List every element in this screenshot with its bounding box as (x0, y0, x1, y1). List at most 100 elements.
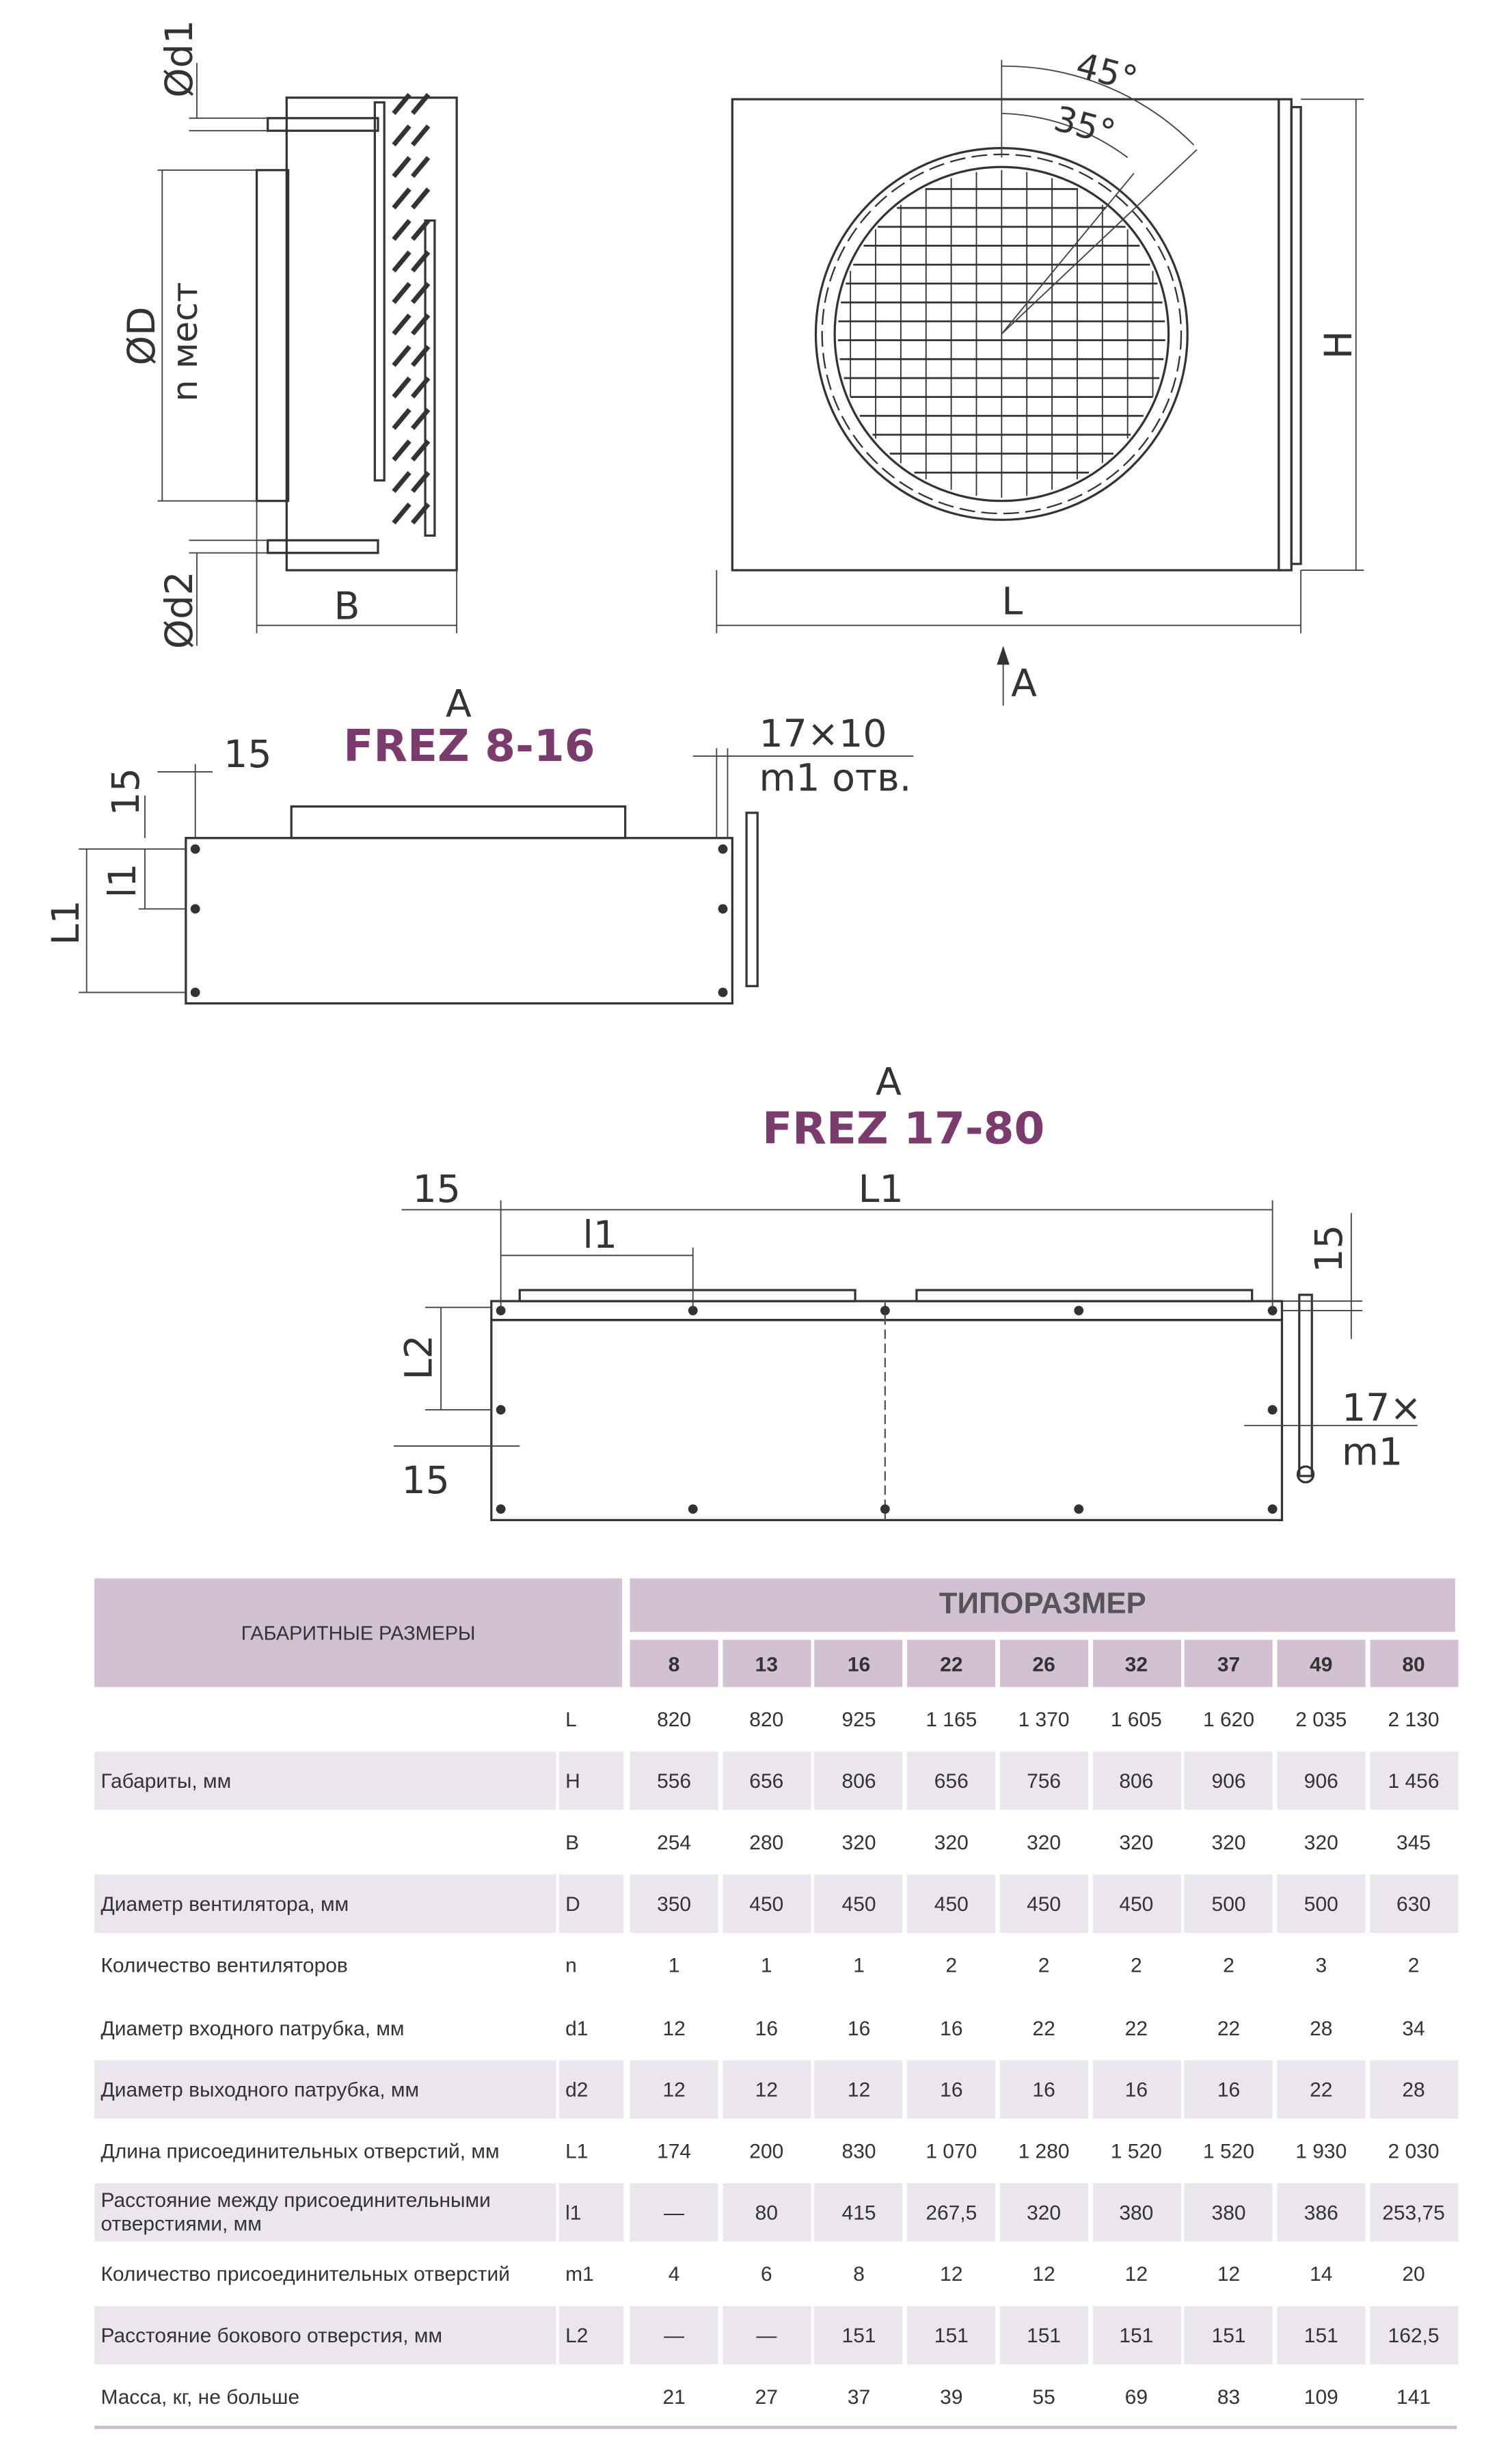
dim-15-right: 15 (1308, 1224, 1351, 1272)
cell-value: 1 520 (1203, 2139, 1255, 2162)
row-label: Количество вентиляторов (100, 1953, 348, 1978)
cell-value: 2 (1223, 1953, 1234, 1978)
bolt (496, 1504, 506, 1514)
frez-8-16-title: FREZ 8-16 (343, 721, 595, 772)
dim-15-vertical: 15 (105, 768, 148, 816)
table-row: Количество присоединительных отверстий m1… (94, 2245, 1457, 2303)
cell-value: 12 (1032, 2262, 1055, 2286)
cell-value: 1 456 (1369, 1752, 1458, 1810)
cell-value: 2 (1130, 1953, 1142, 1978)
cell-value: 253,75 (1369, 2182, 1458, 2242)
cell-value: 656 (722, 1752, 811, 1810)
bolt (688, 1504, 698, 1514)
fin (392, 503, 411, 525)
D-label: ØD (120, 306, 164, 365)
fin (410, 503, 431, 525)
dim-15-left: 15 (402, 1459, 450, 1503)
row-symbol: l1 (558, 2182, 624, 2242)
size-header: 49 (1277, 1639, 1366, 1687)
H-label: H (1317, 331, 1361, 360)
row-label: Масса, кг, не больше (100, 2385, 300, 2409)
cell-value: 16 (999, 2059, 1088, 2118)
table-bottom-line (94, 2426, 1457, 2429)
row-symbol (559, 2368, 623, 2426)
cell-value: 1 (668, 1953, 680, 1978)
front-view: 45° 35° H L A (716, 44, 1364, 706)
row-symbol: d2 (558, 2059, 624, 2118)
cell-value: 320 (999, 2182, 1088, 2242)
fin (392, 439, 411, 461)
hole-size-label: 17×10 (759, 712, 887, 756)
size-header: 8 (630, 1639, 718, 1687)
cell-value: 69 (1124, 2385, 1148, 2409)
L1-label-large: L1 (859, 1168, 904, 1211)
cell-value: 16 (755, 2015, 778, 2039)
row-label: Количество присоединительных отверстий (100, 2262, 510, 2286)
view-A-label: A (1011, 662, 1037, 706)
cell-value: 450 (999, 1875, 1088, 1933)
cell-value: 34 (1402, 2015, 1425, 2039)
header-dimensions: ГАБАРИТНЫЕ РАЗМЕРЫ (94, 1578, 623, 1687)
fin (410, 187, 431, 210)
row-label: Расстояние между присоединительными отве… (94, 2182, 556, 2242)
cell-value: 16 (940, 2015, 963, 2039)
size-header: 16 (815, 1639, 904, 1687)
cell-value: 630 (1369, 1875, 1458, 1933)
cell-value: 386 (1277, 2182, 1366, 2242)
row-label (94, 1690, 556, 1748)
cell-value: 820 (749, 1707, 784, 1732)
fin (410, 407, 431, 430)
cell-value: 55 (1032, 2385, 1055, 2409)
view-A-label-small: A (446, 682, 472, 726)
cell-value: 12 (662, 2015, 686, 2039)
row-symbol: m1 (565, 2262, 594, 2286)
bolt (688, 1306, 698, 1315)
B-label: B (334, 585, 360, 628)
angle-45-label: 45° (1072, 44, 1142, 99)
cell-value: 1 620 (1203, 1707, 1255, 1732)
fin (410, 439, 431, 461)
cell-value: 151 (1092, 2306, 1180, 2365)
cell-value: 450 (722, 1875, 811, 1933)
cell-value: 151 (999, 2306, 1088, 2365)
bolt (1267, 1504, 1278, 1514)
cell-value: 6 (760, 2262, 772, 2286)
row-label: Длина присоединительных отверстий, мм (100, 2139, 500, 2162)
cell-value: 320 (1119, 1830, 1154, 1855)
row-label: Диаметр вентилятора, мм (94, 1875, 556, 1933)
bolt (880, 1504, 890, 1514)
cell-value: 820 (657, 1707, 692, 1732)
cell-value: 12 (1217, 2262, 1241, 2286)
fin (410, 345, 431, 367)
cell-value: 20 (1402, 2262, 1425, 2286)
cell-value: 1 070 (926, 2139, 977, 2162)
cell-value: 12 (630, 2059, 718, 2118)
cell-value: 2 (1407, 1953, 1420, 1978)
cell-value: 2 030 (1388, 2139, 1440, 2162)
cell-value: 380 (1185, 2182, 1273, 2242)
cell-value: 656 (907, 1752, 996, 1810)
row-symbol: d1 (565, 2015, 589, 2039)
dim-15-horizontal: 15 (224, 733, 271, 777)
cell-value: 28 (1369, 2059, 1458, 2118)
d2-label: Ød2 (158, 571, 202, 649)
cell-value: 2 130 (1388, 1707, 1440, 1732)
fin (392, 219, 411, 241)
cell-value: 1 165 (926, 1707, 977, 1732)
cell-value: 21 (662, 2385, 686, 2409)
view-frez-17-80: A FREZ 17-80 15 L1 l1 15 L2 15 17× m1 (393, 1060, 1422, 1521)
cell-value: 16 (847, 2015, 871, 2039)
cell-value: 2 (1038, 1953, 1050, 1978)
fin (392, 313, 411, 336)
cell-value: 450 (907, 1875, 996, 1933)
row-symbol: B (565, 1830, 580, 1855)
fin (410, 124, 431, 147)
cell-value: 1 280 (1018, 2139, 1070, 2162)
fin (392, 187, 411, 210)
fin (410, 156, 431, 178)
row-symbol: n (565, 1953, 577, 1978)
